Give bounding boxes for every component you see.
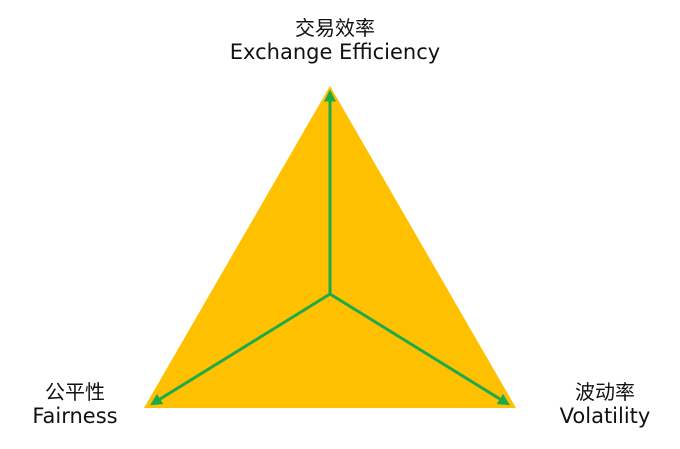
- label-zh: 交易效率: [295, 16, 375, 40]
- axis-fairness: [149, 292, 331, 406]
- label-exchange-efficiency: 交易效率 Exchange Efficiency: [215, 16, 455, 65]
- label-zh: 公平性: [45, 380, 105, 404]
- axis-volatility: [329, 292, 511, 406]
- label-volatility: 波动率 Volatility: [540, 380, 670, 429]
- label-zh: 波动率: [575, 380, 635, 404]
- label-en: Exchange Efficiency: [229, 40, 441, 64]
- label-fairness: 公平性 Fairness: [15, 380, 135, 429]
- label-en: Fairness: [32, 404, 118, 428]
- label-en: Volatility: [559, 404, 651, 428]
